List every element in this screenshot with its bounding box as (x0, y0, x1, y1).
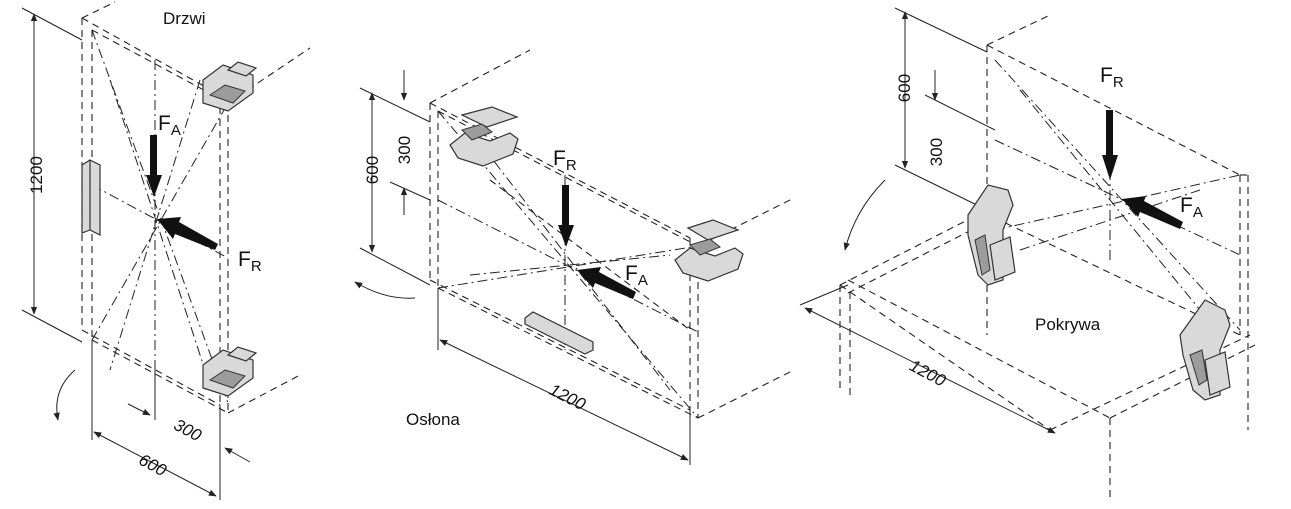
lid-diagonals (994, 59, 1241, 331)
door-panel: 1200 300 600 Drzwi (21, 1, 311, 500)
door-height-dimension (21, 7, 83, 343)
flap-force-radial-label: FR (553, 147, 577, 174)
lid-axial-force-arrow (1122, 196, 1183, 229)
lid-right-hinge (1179, 299, 1231, 401)
flap-axial-force-arrow (577, 267, 636, 299)
flap-width-dimension (437, 288, 691, 465)
flap-radial-force-arrow (558, 185, 574, 247)
door-width-label: 600 (136, 450, 170, 480)
door-handle (81, 159, 101, 236)
flap-right-hinge (674, 219, 744, 282)
lid-width-dimension (799, 284, 1056, 434)
flap-half-height-label: 300 (395, 136, 414, 164)
door-radial-force-arrow (157, 217, 218, 250)
door-bottom-hinge (202, 346, 258, 397)
lid-panel: 600 300 1200 Pokrywa FR FA (799, 7, 1256, 500)
door-rotation-arrow (53, 369, 76, 421)
flap-height-dimension (359, 70, 431, 286)
flap-force-axial-label: FA (625, 262, 648, 289)
flap-handle (524, 311, 594, 355)
lid-left-hinge (967, 184, 1016, 286)
lid-force-axial-label: FA (1180, 194, 1203, 221)
door-axial-force-arrow (146, 135, 162, 197)
door-title: Drzwi (163, 9, 206, 28)
door-force-radial-label: FR (238, 248, 262, 275)
lid-force-radial-label: FR (1100, 64, 1124, 91)
flap-panel: 600 300 1200 Osłona FR FA (354, 49, 791, 465)
flap-outline (429, 49, 791, 419)
lid-width-label: 1200 (906, 356, 949, 391)
door-width-dimension (91, 340, 251, 500)
lid-radial-force-arrow (1102, 110, 1118, 180)
door-half-width-label: 300 (171, 415, 205, 445)
flap-height-label: 600 (363, 156, 382, 184)
door-height-label: 1200 (27, 156, 46, 194)
lid-rotation-arrow (843, 179, 886, 251)
lid-height-dimension (894, 7, 996, 211)
flap-title: Osłona (406, 410, 460, 429)
door-force-axial-label: FA (158, 112, 181, 139)
lid-half-height-label: 300 (927, 138, 946, 166)
flap-left-hinge (449, 106, 519, 167)
lid-height-label: 600 (895, 74, 914, 102)
lid-title: Pokrywa (1035, 315, 1101, 334)
flap-rotation-arrow (354, 281, 416, 299)
door-top-hinge (202, 61, 258, 112)
